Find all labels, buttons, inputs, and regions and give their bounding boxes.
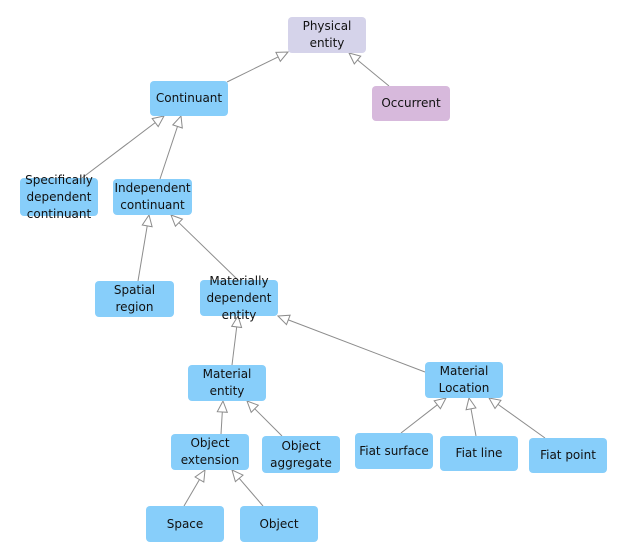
node-fiat-point[interactable]: Fiat point <box>529 438 607 473</box>
node-specifically-dependent-continuant[interactable]: Specifically dependent continuant <box>20 173 98 221</box>
edge-independent-to-continuant <box>159 114 183 180</box>
node-spatial-region[interactable]: Spatial region <box>95 281 174 317</box>
edge-object-to-object-extension-arrowhead <box>231 469 244 483</box>
edge-material-location-to-materially-dependent <box>276 314 426 373</box>
edge-fiat-line-to-material-location <box>465 396 477 437</box>
edge-spatial-region-to-independent <box>137 213 153 282</box>
node-occurrent[interactable]: Occurrent <box>372 86 450 121</box>
edge-object-aggregate-to-material-entity <box>246 400 283 437</box>
edge-object-extension-to-material-entity-arrowhead <box>216 399 229 413</box>
edge-object-extension-to-material-entity-line <box>220 411 223 435</box>
node-physical-entity[interactable]: Physical entity <box>288 17 366 53</box>
edge-specifically-dependent-to-continuant <box>81 115 165 179</box>
node-object-aggregate[interactable]: Object aggregate <box>262 436 340 473</box>
edge-materially-dependent-to-independent <box>170 214 239 281</box>
edge-independent-to-continuant-arrowhead <box>171 114 183 129</box>
edge-fiat-surface-to-material-location-arrowhead <box>433 397 447 410</box>
node-object[interactable]: Object <box>240 506 318 542</box>
edge-materially-dependent-to-independent-line <box>178 222 239 281</box>
edge-object-to-object-extension <box>231 469 264 507</box>
edge-occurrent-to-physical-entity-line <box>357 59 390 87</box>
edge-fiat-point-to-material-location <box>488 397 546 439</box>
node-independent-continuant[interactable]: Independent continuant <box>113 179 192 215</box>
edge-occurrent-to-physical-entity <box>348 52 390 87</box>
edge-fiat-surface-to-material-location <box>400 397 447 434</box>
node-space[interactable]: Space <box>146 506 224 542</box>
edge-material-entity-to-materially-dependent-arrowhead <box>230 314 243 329</box>
edge-spatial-region-to-independent-arrowhead <box>141 213 153 228</box>
edge-continuant-to-physical-entity-line <box>226 56 279 83</box>
edge-specifically-dependent-to-continuant-arrowhead <box>151 115 165 128</box>
edge-fiat-surface-to-material-location-line <box>400 404 438 434</box>
edge-fiat-line-to-material-location-line <box>470 408 477 437</box>
edge-material-entity-to-materially-dependent-line <box>231 326 238 366</box>
edge-continuant-to-physical-entity <box>226 51 290 83</box>
node-material-location[interactable]: Material Location <box>425 362 503 398</box>
edge-spatial-region-to-independent-line <box>137 225 148 282</box>
edge-space-to-object-extension <box>183 468 206 507</box>
edge-fiat-point-to-material-location-arrowhead <box>488 397 502 410</box>
edge-object-extension-to-material-entity <box>216 399 229 435</box>
edge-occurrent-to-physical-entity-arrowhead <box>348 52 362 65</box>
node-fiat-surface[interactable]: Fiat surface <box>355 433 433 469</box>
node-object-extension[interactable]: Object extension <box>171 434 249 470</box>
edge-fiat-point-to-material-location-line <box>497 403 546 439</box>
edge-continuant-to-physical-entity-arrowhead <box>275 51 290 63</box>
edge-object-aggregate-to-material-entity-line <box>254 408 283 437</box>
edge-material-entity-to-materially-dependent <box>230 314 243 366</box>
edge-space-to-object-extension-line <box>183 479 200 507</box>
node-continuant[interactable]: Continuant <box>150 81 228 116</box>
edge-object-to-object-extension-line <box>238 477 264 507</box>
node-fiat-line[interactable]: Fiat line <box>440 436 518 471</box>
edge-fiat-line-to-material-location-arrowhead <box>465 396 477 411</box>
edge-independent-to-continuant-line <box>159 126 178 180</box>
edge-material-location-to-materially-dependent-arrowhead <box>276 314 291 326</box>
edge-specifically-dependent-to-continuant-line <box>81 122 156 179</box>
node-material-entity[interactable]: Material entity <box>188 365 266 401</box>
edge-object-aggregate-to-material-entity-arrowhead <box>246 400 260 414</box>
edge-material-location-to-materially-dependent-line <box>288 319 426 373</box>
edge-space-to-object-extension-arrowhead <box>194 468 206 483</box>
edge-materially-dependent-to-independent-arrowhead <box>170 214 184 228</box>
node-materially-dependent-entity[interactable]: Materially dependent entity <box>200 274 278 322</box>
